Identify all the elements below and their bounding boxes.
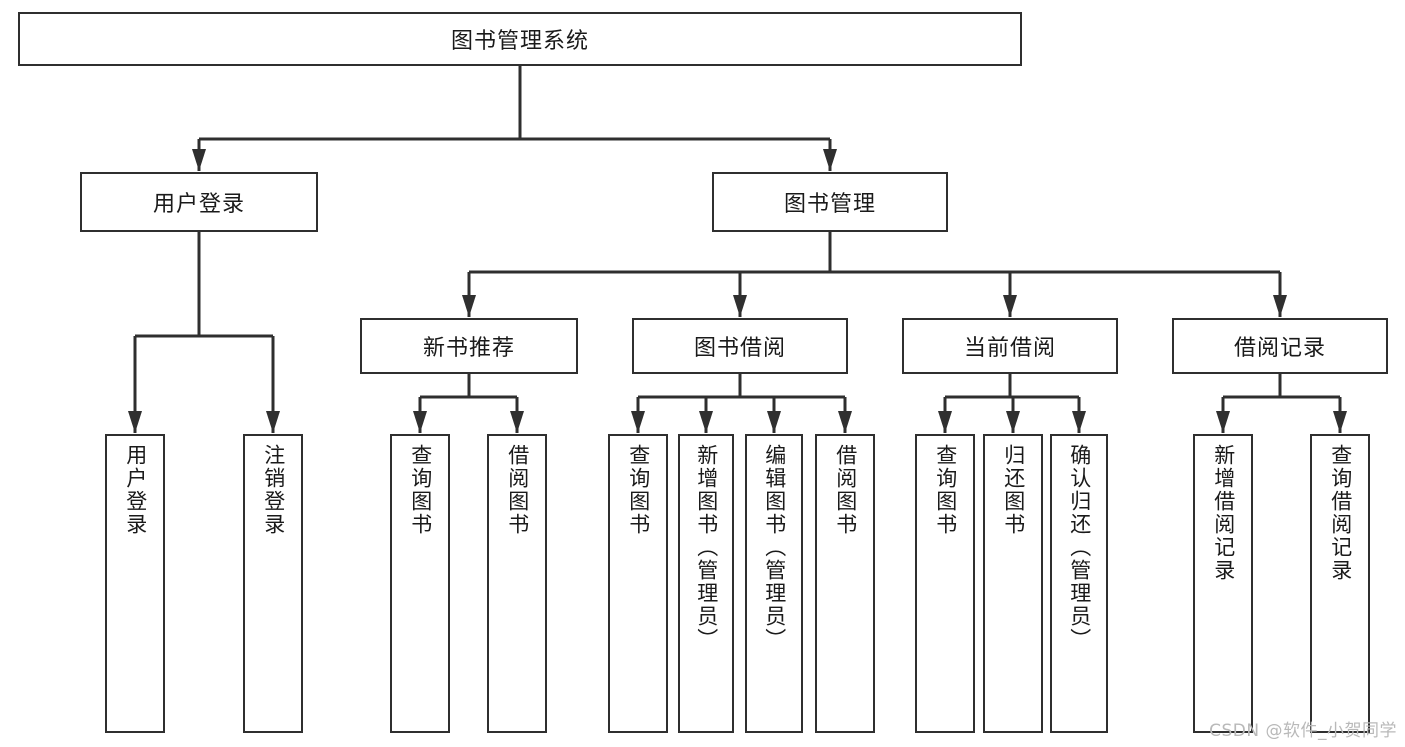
arrowhead-icon [1333, 411, 1347, 433]
node-bookmgr[interactable]: 图书管理 [712, 172, 948, 232]
node-label: 编辑图书（管理员） [762, 444, 787, 651]
arrowhead-icon [1273, 295, 1287, 317]
node-current[interactable]: 当前借阅 [902, 318, 1118, 374]
node-records[interactable]: 借阅记录 [1172, 318, 1388, 374]
node-label: 新增图书（管理员） [694, 444, 719, 651]
node-label: 归还图书 [1001, 444, 1026, 536]
node-label: 图书管理系统 [450, 29, 589, 54]
node-leaf-q1[interactable]: 查询图书 [390, 434, 450, 733]
node-leaf-confirm[interactable]: 确认归还（管理员） [1050, 434, 1108, 733]
arrowhead-icon [938, 411, 952, 433]
node-label: 图书借阅 [693, 336, 786, 361]
watermark: CSDN @软件_小贺同学 [1209, 721, 1397, 741]
node-label: 查询图书 [408, 444, 433, 536]
arrowhead-icon [699, 411, 713, 433]
arrowhead-icon [1072, 411, 1086, 433]
node-leaf-logout[interactable]: 注销登录 [243, 434, 303, 733]
arrowhead-icon [128, 411, 142, 433]
arrowhead-icon [838, 411, 852, 433]
node-label: 图书管理 [783, 192, 876, 217]
arrowhead-icon [192, 149, 206, 171]
node-leaf-add[interactable]: 新增图书（管理员） [678, 434, 734, 733]
node-root[interactable]: 图书管理系统 [18, 12, 1022, 66]
arrowhead-icon [733, 295, 747, 317]
node-leaf-b1[interactable]: 借阅图书 [487, 434, 547, 733]
node-label: 借阅图书 [833, 444, 858, 536]
arrowhead-icon [462, 295, 476, 317]
node-label: 用户登录 [152, 192, 245, 217]
arrowhead-icon [1216, 411, 1230, 433]
arrowhead-icon [510, 411, 524, 433]
node-label: 借阅图书 [505, 444, 530, 536]
node-label: 新书推荐 [422, 336, 515, 361]
node-label: 查询图书 [933, 444, 958, 536]
node-label: 新增借阅记录 [1211, 444, 1236, 582]
node-borrow[interactable]: 图书借阅 [632, 318, 848, 374]
node-leaf-b2[interactable]: 借阅图书 [815, 434, 875, 733]
node-leaf-return[interactable]: 归还图书 [983, 434, 1043, 733]
node-label: 确认归还（管理员） [1067, 444, 1092, 651]
arrowhead-icon [1003, 295, 1017, 317]
node-leaf-q3[interactable]: 查询图书 [915, 434, 975, 733]
node-label: 查询图书 [626, 444, 651, 536]
node-leaf-qrec[interactable]: 查询借阅记录 [1310, 434, 1370, 733]
node-login[interactable]: 用户登录 [80, 172, 318, 232]
arrowhead-icon [1006, 411, 1020, 433]
arrowhead-icon [823, 149, 837, 171]
node-leaf-addrec[interactable]: 新增借阅记录 [1193, 434, 1253, 733]
node-leaf-login[interactable]: 用户登录 [105, 434, 165, 733]
node-label: 查询借阅记录 [1328, 444, 1353, 582]
node-leaf-q2[interactable]: 查询图书 [608, 434, 668, 733]
arrowhead-icon [413, 411, 427, 433]
node-newrec[interactable]: 新书推荐 [360, 318, 578, 374]
node-leaf-edit[interactable]: 编辑图书（管理员） [745, 434, 803, 733]
node-label: 借阅记录 [1233, 336, 1326, 361]
node-label: 注销登录 [261, 444, 286, 536]
arrowhead-icon [767, 411, 781, 433]
arrowhead-icon [631, 411, 645, 433]
arrowhead-icon [266, 411, 280, 433]
node-label: 当前借阅 [963, 336, 1056, 361]
node-label: 用户登录 [123, 444, 148, 536]
